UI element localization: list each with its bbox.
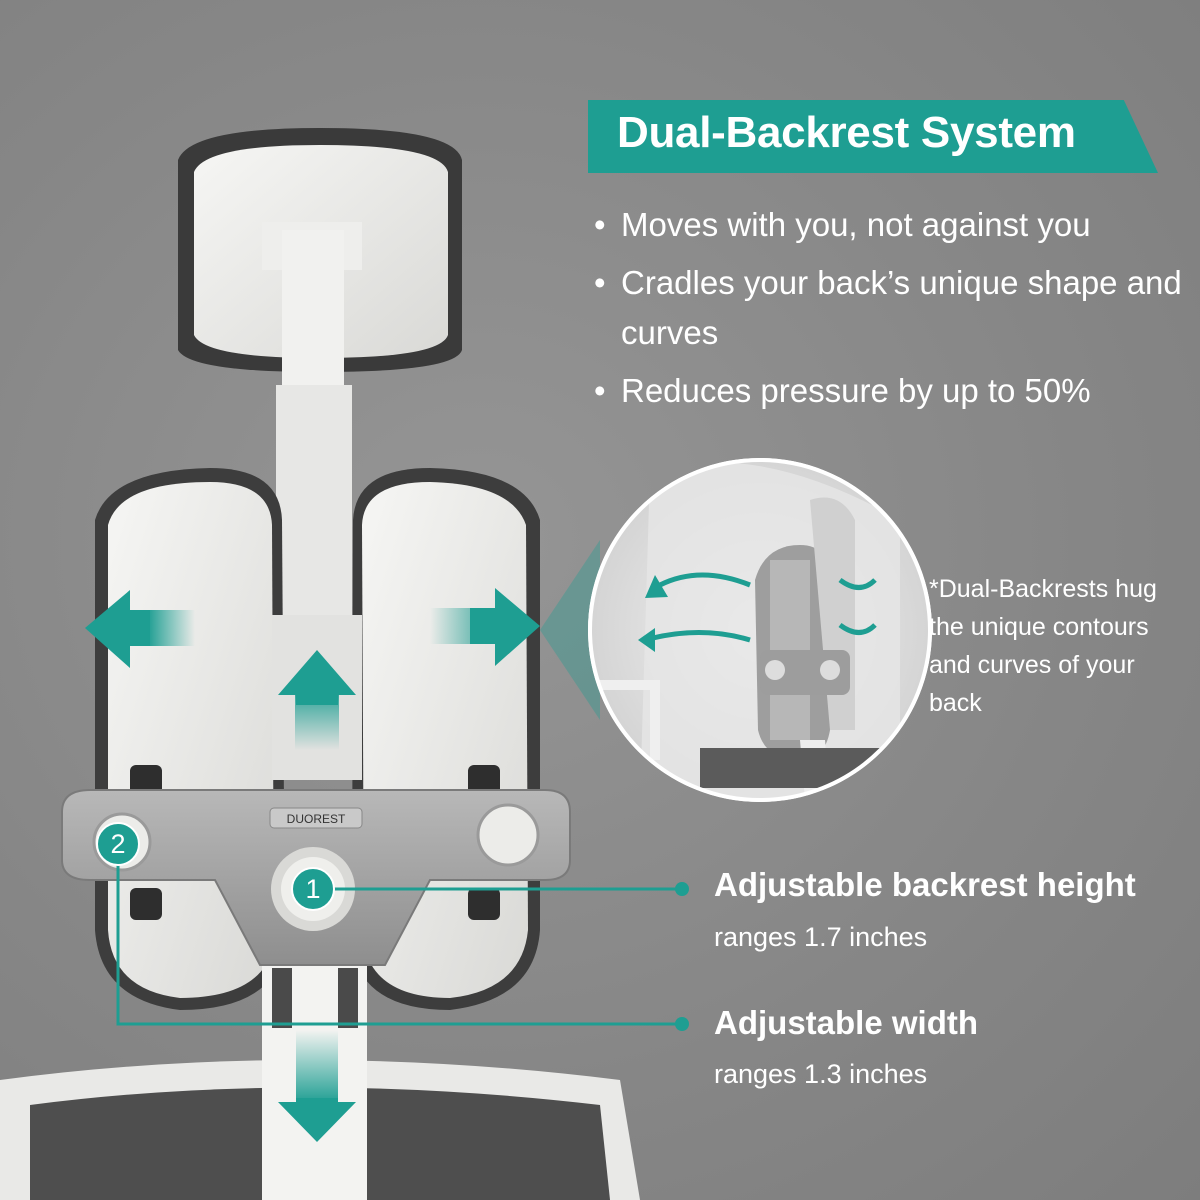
inset-note: *Dual-Backrests hug the unique contours … (929, 575, 1157, 717)
badge-height: 1 (291, 867, 335, 911)
bullet-dot-icon: • (594, 264, 606, 301)
arrow-left-icon (85, 590, 195, 668)
arrow-down-icon (278, 1030, 356, 1142)
bullet-item: • Reduces pressure by up to 50% (592, 366, 1182, 416)
feature-bullets: • Moves with you, not against you • Crad… (592, 200, 1182, 424)
badge-width: 2 (96, 822, 140, 866)
callout-line-width (116, 862, 689, 1031)
feature-title-height: Adjustable backrest height (714, 866, 1136, 903)
center-column (262, 222, 362, 615)
bullet-text: Moves with you, not against you (621, 206, 1091, 243)
inset-detail-circle (540, 458, 932, 802)
arrow-right-icon (430, 588, 540, 666)
brand-label: DUOREST (287, 812, 346, 826)
bullet-item: • Cradles your back’s unique shape and c… (592, 258, 1182, 358)
feature-title-width: Adjustable width (714, 1004, 978, 1041)
feature-subtitle-width: ranges 1.3 inches (714, 1059, 928, 1089)
bullet-text: Cradles your back’s unique shape and cur… (621, 264, 1182, 351)
callout-line-height (333, 882, 689, 896)
bullet-text: Reduces pressure by up to 50% (621, 372, 1091, 409)
arrow-up-icon (278, 650, 356, 750)
bullet-dot-icon: • (594, 372, 606, 409)
banner-title: Dual-Backrest System (617, 108, 1076, 157)
feature-subtitle-height: ranges 1.7 inches (714, 922, 928, 952)
bullet-dot-icon: • (594, 206, 606, 243)
title-banner (588, 100, 1158, 173)
bullet-item: • Moves with you, not against you (592, 200, 1182, 250)
